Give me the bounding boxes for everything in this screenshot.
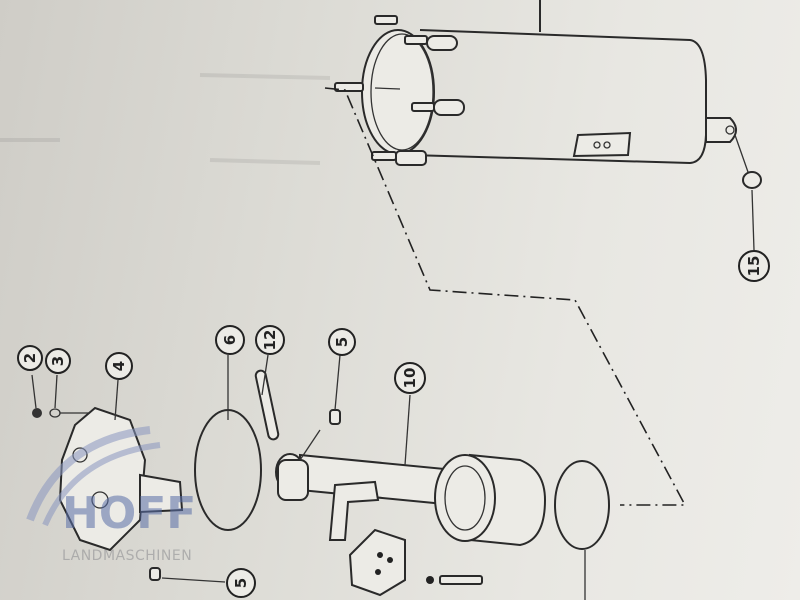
callout-5: 5 — [328, 328, 356, 356]
svg-text:15: 15 — [745, 256, 763, 277]
cylinder-housing — [334, 0, 749, 173]
grub-screw-5 — [329, 409, 341, 425]
piston-body — [434, 453, 547, 547]
svg-text:6: 6 — [221, 335, 239, 345]
callout-4: 4 — [105, 352, 133, 380]
assembly-line — [324, 87, 687, 506]
svg-text:12: 12 — [261, 330, 279, 351]
print-through-text — [0, 73, 331, 165]
callout-12: 12 — [255, 325, 285, 355]
callout-3: 3 — [45, 348, 71, 374]
svg-text:3: 3 — [49, 356, 67, 366]
valve-block — [348, 528, 483, 597]
svg-text:10: 10 — [401, 368, 419, 389]
o-ring-6 — [194, 409, 262, 531]
svg-text:4: 4 — [110, 361, 128, 371]
svg-text:LANDMASCHINEN: LANDMASCHINEN — [62, 548, 192, 564]
callout-6: 6 — [215, 325, 245, 355]
svg-text:5: 5 — [333, 337, 351, 347]
pin-12 — [254, 369, 280, 441]
callout-5b: 5 — [226, 568, 256, 598]
svg-text:2: 2 — [21, 353, 39, 363]
callout-2: 2 — [17, 345, 43, 371]
svg-text:HOFF: HOFF — [62, 488, 196, 539]
grub-screw-5b — [149, 567, 161, 581]
washer-3 — [49, 408, 61, 418]
svg-text:5: 5 — [232, 578, 250, 588]
watermark-logo: HOFF LANDMASCHINEN — [26, 426, 196, 564]
nut-2 — [32, 408, 42, 418]
o-ring-large — [554, 460, 610, 550]
callout-10: 10 — [394, 362, 426, 394]
piston-rod — [275, 429, 456, 541]
callout-15: 15 — [738, 250, 770, 282]
washer-15 — [742, 171, 762, 251]
